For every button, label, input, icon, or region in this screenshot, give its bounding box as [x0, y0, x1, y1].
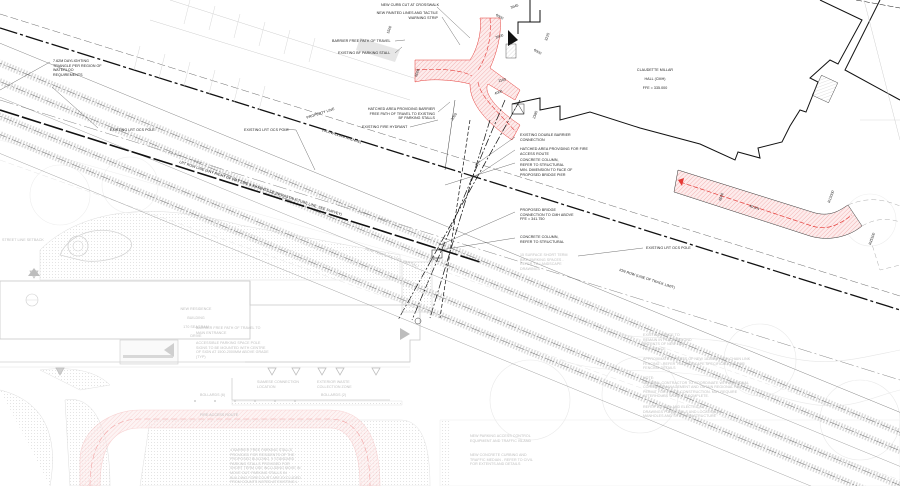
- label-painted-lines: NEW PAINTED LINES AND TACTILE WARNING ST…: [376, 11, 438, 20]
- label-parking-access: NEW PARKING ACCESS CONTROL EQUIPMENT AND…: [470, 434, 532, 443]
- label-existing-bf-stall: EXISTING BF PARKING STALL: [338, 51, 391, 55]
- label-lrt-pole-1: EXISTING LRT OCS POLE: [110, 128, 155, 132]
- new-building-line-1: NEW RESIDENCE: [180, 306, 212, 311]
- label-existing-hydrant: EXISTING FIRE HYDRANT: [362, 125, 408, 129]
- label-barrier-free-path: BARRIER FREE PATH OF TRAVEL: [332, 39, 391, 43]
- new-building-footprint: [0, 268, 421, 406]
- label-hatched-bf: HATCHED AREA PROVIDING BARRIER FREE PATH…: [367, 107, 435, 121]
- label-street-setback: STREET LINE SETBACK: [2, 238, 44, 242]
- label-bf-path-main: BARRIER FREE PATH OF TRAVEL TO MAIN ENTR…: [196, 326, 261, 335]
- new-building-line-4: DRIVE: [190, 334, 202, 339]
- building-label-cmh: CLAUDETTE MILLAR HALL (CMH) FFE = 335.00…: [620, 63, 690, 91]
- label-lrt-pole-3: EXISTING LRT OCS POLE: [646, 246, 691, 250]
- label-min-dimension: MIN. DIMENSION TO FACE OF PROPOSED BRIDG…: [520, 168, 573, 177]
- label-bollards-6: BOLLARDS (6): [200, 393, 226, 397]
- label-fire-route: FIRE ACCESS ROUTE: [200, 413, 239, 417]
- label-proposed-bridge: PROPOSED BRIDGE CONNECTION TO CMH ABOVE …: [520, 208, 574, 222]
- lrt-corridor: [0, 13, 900, 486]
- label-civil-elec: REFER TO CIVIL AND ELECTRICAL DRAWINGS F…: [643, 405, 723, 419]
- label-concrete-column-1: CONCRETE COLUMN, REFER TO STRUCTURAL: [520, 158, 565, 167]
- new-building-line-2: BUILDING: [187, 315, 205, 320]
- bf-path-hatch: [414, 17, 525, 141]
- claudette-millar-hall-outline: [511, 0, 900, 161]
- label-double-barrier: EXISTING DOUBLE BARRIER CONNECTION: [520, 133, 571, 142]
- building-name-line-1: CLAUDETTE MILLAR: [636, 67, 674, 72]
- label-bike-parking: 15 SURFACE SHORT TERM BIKE PARKING SPACE…: [520, 253, 568, 271]
- fire-route-hatch-right: [673, 169, 900, 271]
- label-waste-zone: EXTERIOR WASTE COLLECTION ZONE: [317, 380, 352, 389]
- label-bf-stalls: 4 BARRIER FREE PARKING STALLS PROVIDED F…: [230, 448, 301, 485]
- label-curb-cut: NEW CURB CUT AT CROSSWALK: [381, 3, 440, 7]
- label-accessible-sign: ACCESSIBLE PARKING SPACE POLE SIGNS TO B…: [196, 341, 269, 359]
- label-fence-remain: EXISTING FENCE TO REMAIN IN PLACE BEYOND…: [643, 333, 692, 351]
- label-lrt-pole-2: EXISTING LRT OCS POLE: [244, 128, 289, 132]
- label-chain-link: APPROXIMATE EXTENTS OF NEW 1830mm HIGH C…: [643, 357, 751, 371]
- label-concrete-column-2: CONCRETE COLUMN, REFER TO STRUCTURAL: [520, 235, 565, 244]
- building-ffe: FFE = 335.000: [642, 85, 668, 90]
- existing-parking-lot: [133, 0, 421, 111]
- building-label-new-residence: NEW RESIDENCE BUILDING 170 SEAGRAM DRIVE: [170, 302, 222, 339]
- building-name-line-2: HALL (CMH): [644, 76, 666, 81]
- new-building-line-3: 170 SEAGRAM: [183, 324, 209, 329]
- label-hatched-fire: HATCHED AREA PROVIDING FOR FIRE ACCESS R…: [520, 147, 588, 156]
- proposed-bridge-lines: [397, 99, 521, 340]
- label-siamese: SIAMESE CONNECTION LOCATION: [257, 380, 300, 389]
- label-bollards-2: BOLLARDS (2): [321, 393, 347, 397]
- label-daylighting: 7.62m DAYLIGHTING TRIANGLE PER REGION OF…: [53, 59, 102, 77]
- label-concrete-curbing: NEW CONCRETE CURBING AND TRAFFIC MEDIAN …: [470, 453, 533, 467]
- label-note: NOTE: GENERAL CONTRACTOR TO COORDINATE W…: [643, 376, 749, 399]
- leader-lines: [0, 6, 644, 257]
